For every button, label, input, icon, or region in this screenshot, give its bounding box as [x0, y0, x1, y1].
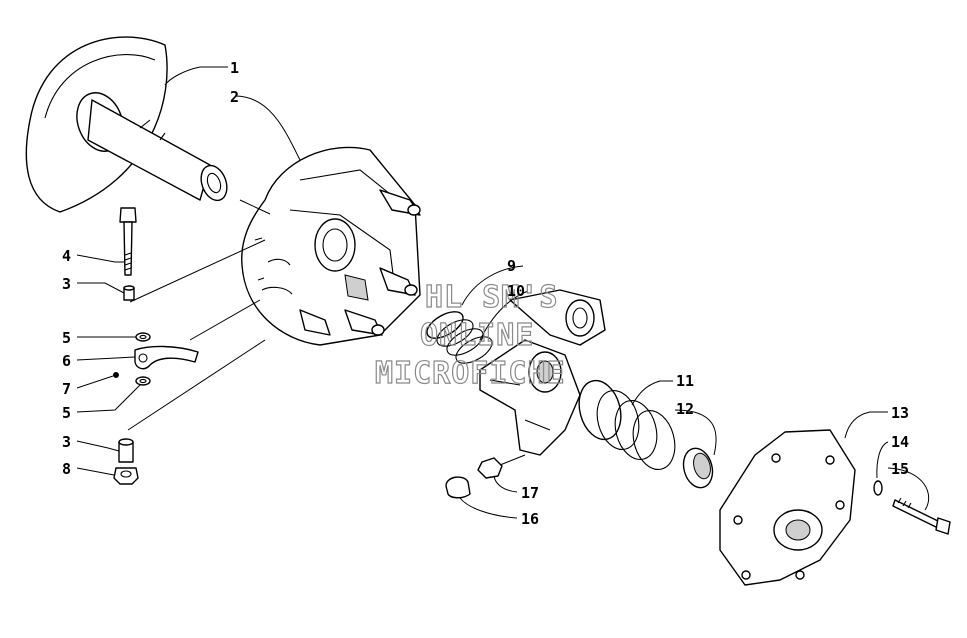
callout-15: 15 [891, 460, 909, 478]
part-17-nut [477, 457, 503, 479]
part-7-pin [113, 372, 119, 378]
part-15-bolt [892, 497, 951, 535]
callout-16: 16 [521, 510, 539, 528]
callout-17: 17 [521, 484, 539, 502]
watermark-line-3: MICROFICHE [375, 356, 566, 391]
callout-11: 11 [676, 372, 694, 390]
part-11-main-spring [578, 379, 676, 470]
callout-3-upper: 3 [62, 275, 71, 293]
spider-assembly [479, 289, 606, 456]
callout-6: 6 [62, 352, 71, 370]
leader-lines [76, 66, 930, 519]
part-3-bushing-upper [123, 285, 135, 301]
part-8-nut [113, 467, 139, 485]
part-1-fixed-sheave [25, 36, 228, 213]
part-5-washer-lower [135, 376, 151, 386]
watermark-line-1: HL SM'S [425, 280, 558, 315]
callout-5-upper: 5 [62, 329, 71, 347]
part-16-cap [445, 476, 471, 499]
watermark: HL SM'S ONLINE MICROFICHE [374, 279, 566, 391]
callout-10: 10 [507, 282, 525, 300]
callout-5-lower: 5 [62, 404, 71, 422]
callout-12: 12 [676, 400, 694, 418]
part-5-washer-upper [135, 332, 151, 342]
part-9-10-spring [426, 311, 493, 364]
callout-4: 4 [62, 247, 71, 265]
part-14-washer [873, 480, 883, 496]
callout-13: 13 [891, 404, 909, 422]
callout-labels: 1 2 4 3 5 6 7 5 3 8 9 10 11 12 13 14 15 … [62, 59, 909, 528]
part-3-bushing-lower [118, 438, 134, 463]
callout-9: 9 [507, 257, 516, 275]
callout-8: 8 [62, 460, 71, 478]
part-2-movable-sheave [241, 146, 421, 346]
callout-14: 14 [891, 433, 909, 451]
callout-1: 1 [230, 59, 239, 77]
callout-3-lower: 3 [62, 433, 71, 451]
part-6-cam-arm [134, 345, 199, 370]
part-12-bushing [682, 447, 714, 489]
callout-7: 7 [62, 380, 71, 398]
part-4-bolt [119, 207, 137, 276]
part-13-cover [719, 429, 856, 586]
callout-2: 2 [230, 88, 239, 106]
watermark-line-2: ONLINE [420, 318, 534, 353]
